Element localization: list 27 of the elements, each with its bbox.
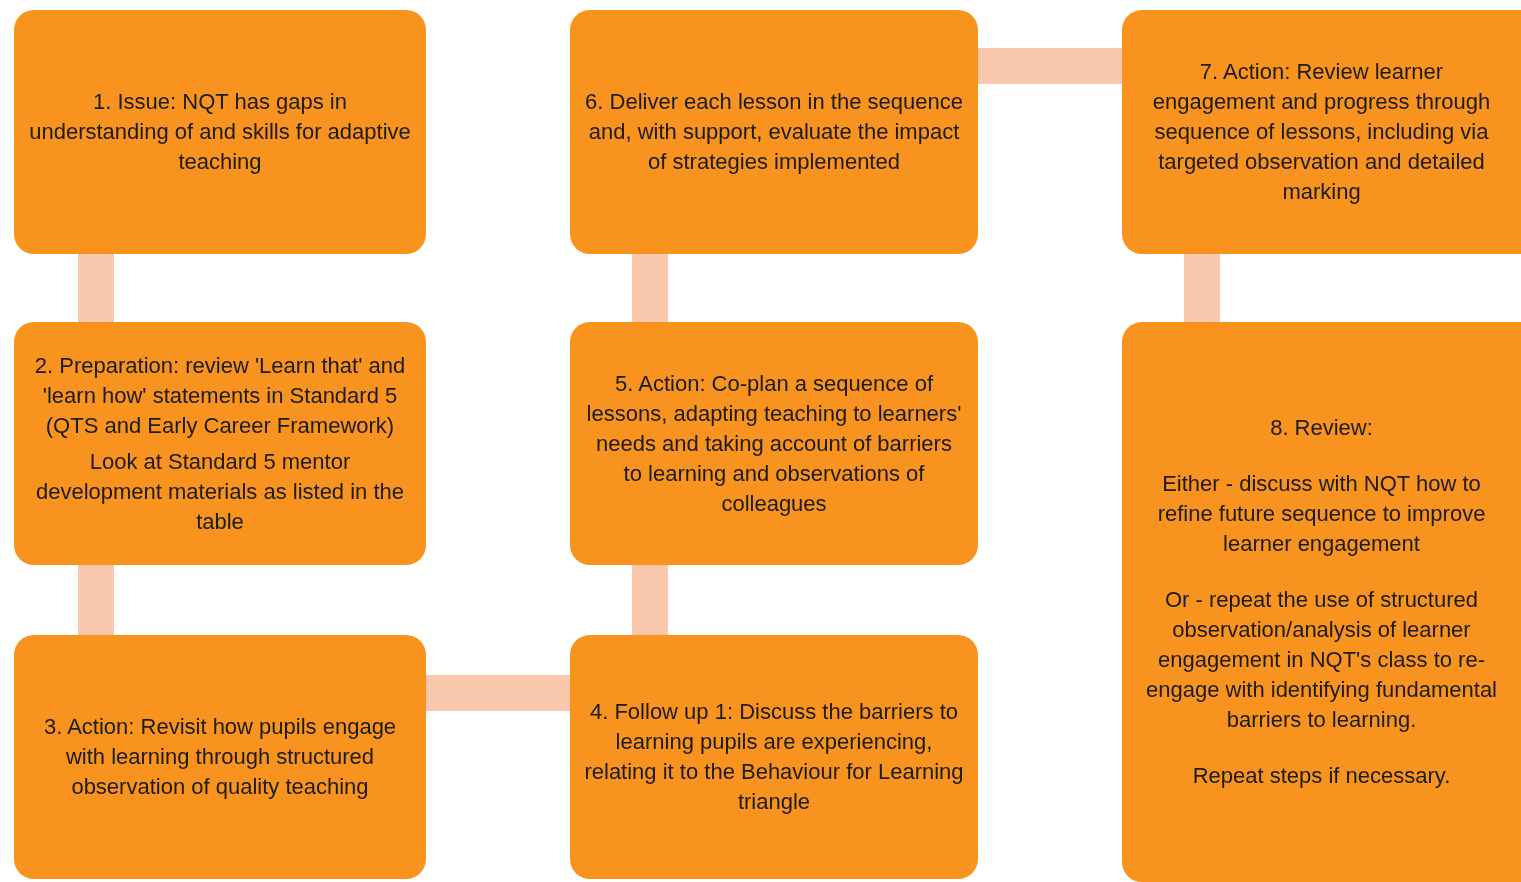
step-box — [14, 322, 426, 565]
connector-bar — [78, 254, 114, 322]
step-box — [570, 635, 978, 879]
step-box — [570, 10, 978, 254]
connector-bar — [978, 48, 1122, 84]
connector-bar — [632, 565, 668, 635]
step-text: 5. Action: Co-plan a sequence of lessons, adapting teaching to learners' needs and taking account of barriers to learning and observations of colleagues — [585, 369, 963, 518]
step-text: Look at Standard 5 mentor development materials as listed in the table — [34, 447, 406, 536]
step-box — [1122, 322, 1521, 882]
connector-bar — [426, 675, 570, 711]
step-text: Either - discuss with NQT how to refine future sequence to improve learner engagement — [1156, 470, 1487, 558]
step-text: 6. Deliver each lesson in the sequence and, with support, evaluate the impact of strategies implemented — [584, 88, 964, 176]
connector-bar — [1184, 254, 1220, 322]
step-text: Or - repeat the use of structured observation/analysis of learner engagement in NQT's class to re-engage with identifying fundamental barriers to learning. — [1145, 586, 1498, 734]
step-box — [1122, 10, 1521, 254]
step-box — [14, 635, 426, 879]
step-box — [570, 322, 978, 565]
step-text: 2. Preparation: review 'Learn that' and 'learn how' statements in Standard 5 (QTS and Early Career Framework) — [33, 351, 407, 440]
step-box — [14, 10, 426, 254]
connector-bar — [78, 565, 114, 635]
step-text: 7. Action: Review learner engagement and progress through sequence of lessons, including via targeted observation and detailed marking — [1151, 58, 1492, 206]
step-text: 3. Action: Revisit how pupils engage with learning through structured observation of quality teaching — [42, 713, 398, 801]
step-text: Repeat steps if necessary. — [1192, 762, 1451, 790]
connector-bar — [632, 254, 668, 322]
step-text: 4. Follow up 1: Discuss the barriers to learning pupils are experiencing, relating it to the Behaviour for Learning triangle — [584, 698, 964, 816]
step-text: 1. Issue: NQT has gaps in understanding of and skills for adaptive teaching — [28, 88, 412, 176]
step-text: 8. Review: — [1270, 414, 1373, 442]
